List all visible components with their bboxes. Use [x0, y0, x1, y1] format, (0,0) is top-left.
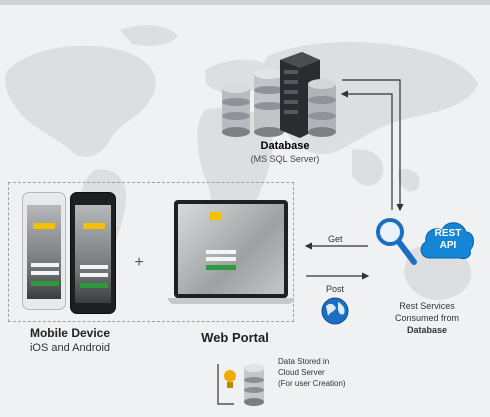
- web-portal-title: Web Portal: [201, 330, 269, 345]
- cloud-storage-caption: Data Stored in Cloud Server (For user Cr…: [278, 356, 368, 389]
- rest-services-caption: Rest Services Consumed from Database: [372, 300, 482, 336]
- database-title: Database: [260, 140, 310, 152]
- post-label: Post: [326, 284, 345, 294]
- cloud-caption-line2: Cloud Server: [278, 368, 325, 377]
- database-servers-group: [222, 52, 336, 138]
- phone-screen: [75, 205, 111, 303]
- app-logo: [83, 223, 105, 229]
- devices-group-box: [8, 182, 294, 322]
- laptop-screen: [178, 204, 284, 294]
- ios-phone: [70, 192, 116, 314]
- login-input: [80, 265, 108, 269]
- database-stack-icon: [308, 79, 336, 137]
- login-button: [206, 265, 236, 270]
- lightbulb-icon: [224, 370, 236, 388]
- top-border: [0, 0, 490, 5]
- mobile-device-title: Mobile Device: [29, 326, 111, 340]
- cloud-database-icon: [244, 364, 264, 406]
- cloud-caption-line1: Data Stored in: [278, 357, 330, 366]
- database-stack-icon: [222, 83, 250, 137]
- login-input: [31, 271, 59, 275]
- rest-caption-line1: Rest Services: [399, 301, 455, 311]
- database-subtitle: (MS SQL Server): [250, 154, 320, 164]
- login-input: [206, 250, 236, 254]
- rest-badge-line2: API: [439, 240, 457, 251]
- login-input: [31, 263, 59, 267]
- cloud-api-icon: [420, 222, 474, 259]
- rest-caption-line3: Database: [406, 325, 448, 335]
- plus-connector: +: [134, 254, 144, 271]
- login-input: [206, 257, 236, 261]
- rest-to-db-arrow: [340, 90, 393, 210]
- database-stack-icon: [254, 69, 284, 137]
- db-to-rest-arrow: [342, 79, 404, 212]
- laptop-base: [168, 298, 294, 304]
- login-button: [31, 281, 59, 286]
- app-logo: [210, 212, 222, 220]
- get-label: Get: [328, 234, 343, 244]
- globe-icon: [321, 297, 349, 325]
- magnifier-icon: [376, 218, 417, 265]
- cloud-caption-line3: (For user Creation): [278, 379, 346, 388]
- laptop: [168, 200, 294, 306]
- cloud-storage-group: [217, 364, 264, 406]
- bracket-line: [217, 364, 234, 405]
- mobile-device-subtitle: iOS and Android: [29, 342, 111, 354]
- rest-badge-line1: REST: [434, 228, 462, 239]
- app-logo: [33, 223, 55, 229]
- android-phone: [22, 192, 66, 310]
- login-input: [80, 273, 108, 277]
- login-button: [80, 283, 108, 288]
- rest-caption-line2: Consumed from: [394, 313, 460, 323]
